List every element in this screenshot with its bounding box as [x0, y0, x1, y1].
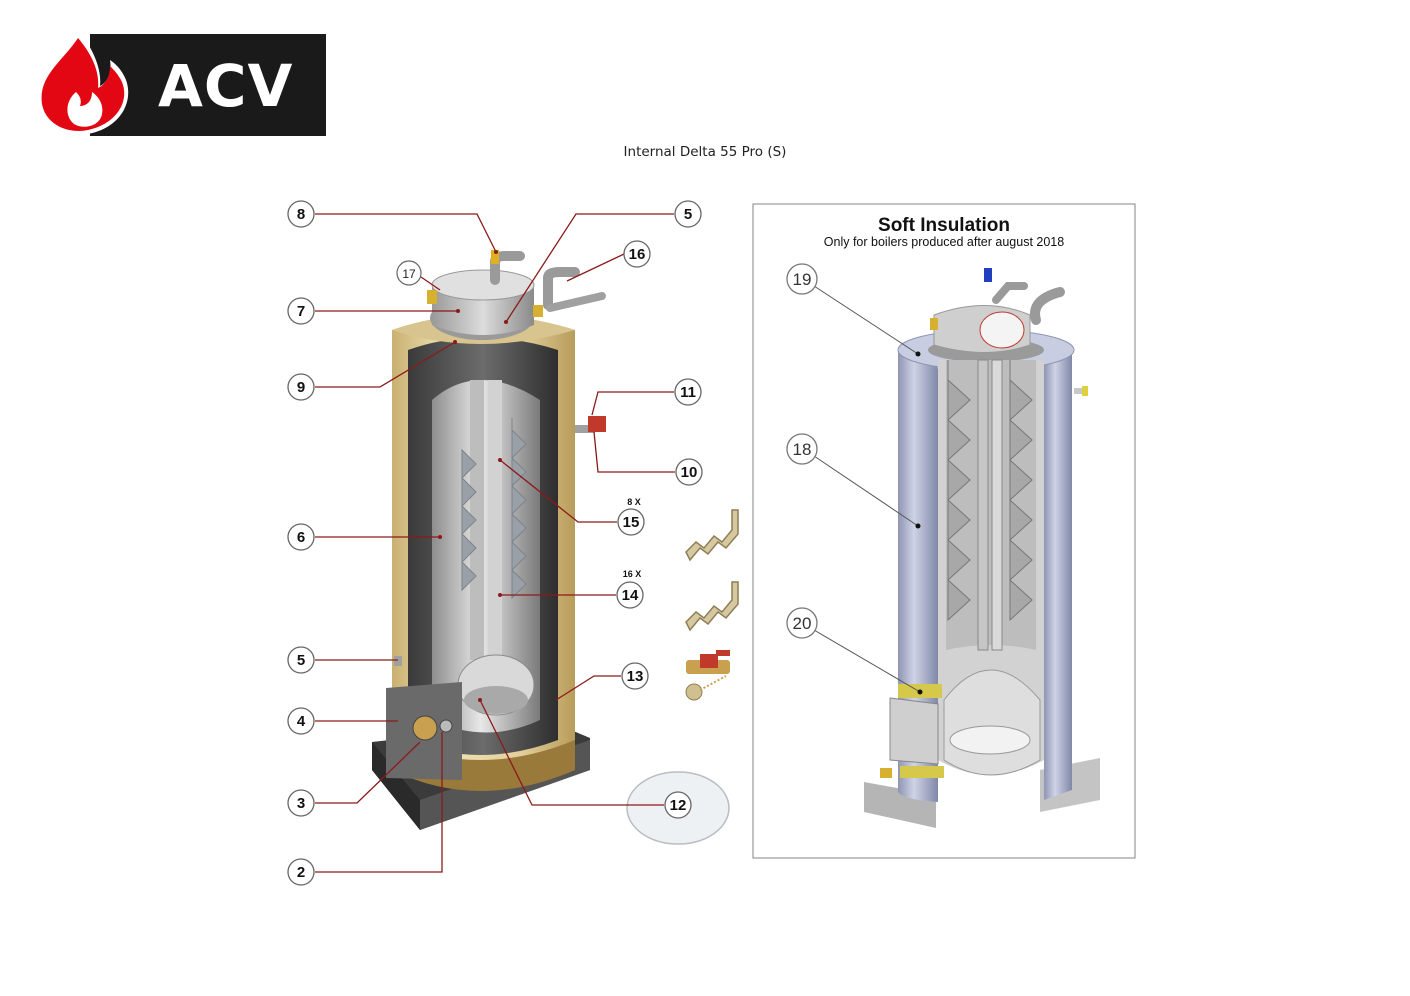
- leader-lines: [315, 213, 675, 873]
- callout-11: 11: [674, 378, 702, 406]
- callout-17: 17: [396, 260, 422, 286]
- callout-5-bottom: 5: [287, 646, 315, 674]
- callout-7: 7: [287, 297, 315, 325]
- svg-text:8: 8: [297, 206, 305, 223]
- svg-text:7: 7: [297, 303, 305, 320]
- svg-text:9: 9: [297, 379, 305, 396]
- svg-text:3: 3: [297, 795, 305, 812]
- soft-insulation-panel: Soft Insulation Only for boilers produce…: [752, 203, 1136, 859]
- svg-text:17: 17: [402, 267, 416, 281]
- svg-text:15: 15: [623, 514, 640, 531]
- qty-15: 8 X: [627, 497, 641, 507]
- boiler-illustration: [372, 250, 606, 830]
- callout-8: 8: [287, 200, 315, 228]
- callout-2: 2: [287, 858, 315, 886]
- callout-13: 13: [621, 662, 649, 690]
- svg-text:2: 2: [297, 864, 305, 881]
- callout-6: 6: [287, 523, 315, 551]
- callout-5-top: 5: [674, 200, 702, 228]
- svg-text:20: 20: [793, 614, 812, 633]
- acv-logo: ACV: [35, 32, 326, 136]
- svg-text:12: 12: [670, 797, 687, 814]
- baffle-bracket-illustration: [685, 509, 739, 632]
- logo-wordmark: ACV: [158, 52, 293, 120]
- callout-19: 19: [786, 263, 818, 295]
- svg-text:19: 19: [793, 270, 812, 289]
- svg-text:6: 6: [297, 529, 305, 546]
- callout-15: 15: [617, 508, 645, 536]
- callout-12: 12: [664, 791, 692, 819]
- callout-3: 3: [287, 789, 315, 817]
- drain-valve-illustration: [685, 650, 730, 701]
- svg-text:14: 14: [622, 587, 639, 604]
- callout-16: 16: [623, 240, 651, 268]
- callout-9: 9: [287, 373, 315, 401]
- svg-text:16: 16: [629, 246, 646, 263]
- svg-text:13: 13: [627, 668, 644, 685]
- diagram-title: Internal Delta 55 Pro (S): [623, 144, 787, 160]
- svg-text:18: 18: [793, 440, 812, 459]
- callout-10: 10: [675, 458, 703, 486]
- panel-subtitle: Only for boilers produced after august 2…: [824, 235, 1064, 249]
- svg-text:5: 5: [684, 206, 692, 223]
- qty-14: 16 X: [623, 569, 642, 579]
- main-callouts: 8 5 16 17 7 9 11 10 15 6 14 5 13 4 3 12 …: [287, 200, 703, 886]
- svg-text:11: 11: [680, 384, 696, 401]
- callout-20: 20: [786, 607, 818, 639]
- leader-dots: [438, 250, 508, 702]
- callout-14: 14: [616, 581, 644, 609]
- svg-text:10: 10: [681, 464, 698, 481]
- svg-text:5: 5: [297, 652, 305, 669]
- callout-18: 18: [786, 433, 818, 465]
- svg-text:4: 4: [297, 713, 306, 730]
- panel-title: Soft Insulation: [878, 215, 1010, 236]
- callout-4: 4: [287, 707, 315, 735]
